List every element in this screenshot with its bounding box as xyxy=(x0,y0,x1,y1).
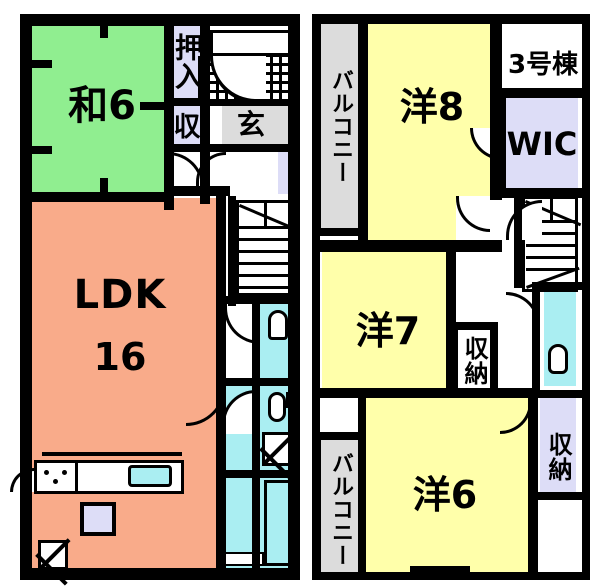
wall-water-top xyxy=(226,296,300,304)
wall-water-div2 xyxy=(252,386,260,474)
wall-ldk-right xyxy=(216,196,226,580)
stairs-1f-step-6 xyxy=(239,286,291,289)
window-yoshitsu8-right xyxy=(492,36,498,66)
stairs-2f-step-1 xyxy=(526,220,576,223)
stove-burner-2 xyxy=(62,470,67,475)
stairs-2f-step-3 xyxy=(526,244,576,247)
washitsu-opening-right xyxy=(140,102,168,110)
stove-icon xyxy=(34,460,78,494)
wall-1f-outer-left xyxy=(20,14,32,580)
label-washitsu: 和6 xyxy=(68,83,136,129)
wall-washitsu-right xyxy=(164,14,174,210)
stairs-2f-riser xyxy=(550,196,553,220)
label-wic: WIC xyxy=(506,125,578,163)
balcony-bottom-rail xyxy=(318,440,321,576)
wall-balcony-bottom-right xyxy=(358,396,366,580)
wall-shuno-bottom xyxy=(164,144,210,152)
wall-genkan-top xyxy=(210,100,296,106)
wall-stairs-left xyxy=(514,196,522,288)
wall-water-mid xyxy=(252,296,260,384)
wall-balcony-bottom-top xyxy=(312,432,366,440)
washitsu-opening-left-1 xyxy=(24,60,52,68)
wall-storage-mid-right xyxy=(490,322,498,396)
stove-burner-1 xyxy=(44,470,49,475)
wall-yoshitsu7-bottom xyxy=(312,388,534,398)
wall-wic-bottom xyxy=(496,188,588,198)
toilet-icon-2f xyxy=(548,344,568,374)
wall-water-div1 xyxy=(226,378,300,386)
wall-genkan-bottom xyxy=(210,144,296,152)
wall-balcony-top-bottom xyxy=(312,228,368,236)
wall-2f-outer-right xyxy=(582,14,590,580)
wall-yoshitsu6-right xyxy=(528,392,538,580)
porch-slab xyxy=(210,30,296,56)
stairs-2f-step-5 xyxy=(526,268,576,271)
sink-icon xyxy=(128,465,172,487)
balcony-bottom xyxy=(320,440,360,576)
stairs-1f-step-1 xyxy=(239,226,291,229)
stairs-2f-step-4 xyxy=(526,256,576,259)
kitchen-backsplash xyxy=(42,452,182,456)
room-genkan xyxy=(222,106,290,144)
label-genkan: 玄 xyxy=(236,108,265,141)
stairs-1f-step-2 xyxy=(239,238,291,241)
balcony-top-rail xyxy=(318,22,321,230)
washitsu-opening-bottom xyxy=(100,178,108,198)
floor-1-plan: 和6 LDK 16 押入 収 玄 xyxy=(0,0,300,586)
label-yoshitsu-8: 洋8 xyxy=(399,85,465,129)
wall-toilet2f-top xyxy=(532,282,588,290)
label-storage-mid: 収納 xyxy=(460,336,488,386)
wall-wic-top xyxy=(496,88,588,98)
wall-bath-div xyxy=(252,476,260,580)
stairs-1f-step-5 xyxy=(239,274,291,277)
balcony-top xyxy=(320,22,360,230)
wall-hall-right xyxy=(228,196,236,306)
storage-low xyxy=(540,398,576,494)
label-balcony-bottom: バルコニー xyxy=(328,451,353,567)
wall-balcony-top-right xyxy=(358,14,368,246)
wall-2f-outer-top xyxy=(312,14,590,24)
wall-2f-outer-bottom xyxy=(312,572,590,580)
stairs-1f-riser xyxy=(264,200,267,226)
label-ldk-size: 16 xyxy=(93,335,147,379)
label-oshiire: 押入 xyxy=(171,33,204,91)
wall-oshiire-right xyxy=(200,14,210,204)
wall-water-div3 xyxy=(226,470,300,478)
washbasin-icon xyxy=(268,310,288,340)
label-yoshitsu-6: 洋6 xyxy=(412,473,478,517)
stairs-2f-step-2 xyxy=(526,232,576,235)
wall-storage-mid-left xyxy=(448,322,458,396)
pantry-storage xyxy=(80,502,116,536)
building-number-note: 3号棟 xyxy=(508,50,579,80)
label-ldk: LDK xyxy=(73,272,167,318)
wall-storage-low-bottom xyxy=(532,492,588,500)
label-storage-low: 収納 xyxy=(544,432,572,482)
stairs-1f-step-3 xyxy=(239,250,291,253)
wall-1f-outer-bottom xyxy=(20,568,300,580)
wall-storage-low-top xyxy=(532,390,588,398)
washitsu-opening-top xyxy=(100,18,108,38)
toilet-icon-1f xyxy=(268,392,286,422)
wall-toilet2f-left xyxy=(532,282,540,392)
wall-2f-outer-left xyxy=(312,14,320,580)
label-balcony-top: バルコニー xyxy=(328,68,353,184)
room-yoshitsu-7 xyxy=(322,252,452,388)
window-yoshitsu7-left xyxy=(314,300,320,330)
floor-2-plan: 洋8 洋7 洋6 WIC 収納 収納 バルコニー バルコニー xyxy=(300,0,600,583)
room-shuno-1f xyxy=(170,106,204,148)
wall-yoshitsu8-bottom xyxy=(312,240,502,252)
label-yoshitsu-7: 洋7 xyxy=(355,309,421,353)
washitsu-opening-left-2 xyxy=(24,146,52,154)
label-shuno-1f: 収 xyxy=(173,111,201,143)
wall-hall-bottom xyxy=(164,186,230,196)
stove-burner-3 xyxy=(53,479,58,484)
wall-oshiire-divider xyxy=(164,98,210,106)
wall-storage-mid-top xyxy=(448,322,498,330)
room-wic xyxy=(504,96,578,192)
wall-washitsu-bottom xyxy=(20,192,174,202)
wall-wic-left xyxy=(496,88,506,198)
wall-1f-outer-top xyxy=(20,14,300,26)
stairs-1f-step-4 xyxy=(239,262,291,265)
window-yoshitsu6-bottom xyxy=(410,566,470,572)
